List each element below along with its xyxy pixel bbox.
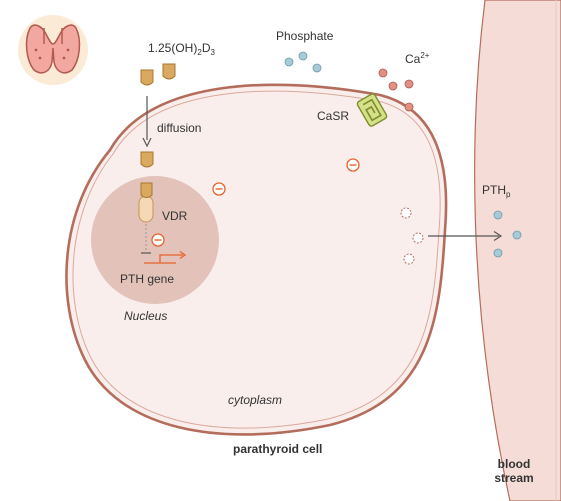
- vdr-receptor: [138, 182, 154, 223]
- diffusion-label: diffusion: [157, 121, 201, 135]
- cell-caption: parathyroid cell: [233, 442, 322, 456]
- blood-vessel: [474, 0, 561, 501]
- phosphate-ion: [298, 51, 308, 61]
- casr-receptor: [356, 93, 388, 127]
- phosphate-ion: [312, 63, 322, 73]
- diffusion-arrow: [142, 96, 152, 148]
- inhibition-minus-icon: [212, 182, 226, 196]
- blood-stream-label-line2: stream: [494, 471, 533, 485]
- pth-particle: [493, 248, 503, 258]
- vdr-label: VDR: [162, 209, 188, 223]
- pth-particle: [512, 230, 522, 240]
- secretion-arrow: [428, 230, 503, 242]
- calcium-ion: [404, 79, 414, 89]
- vitamin-d-molecule: [140, 151, 154, 168]
- casr-label: CaSR: [317, 109, 349, 123]
- cytoplasm-label: cytoplasm: [228, 393, 282, 407]
- secretory-vesicle: [403, 253, 415, 265]
- parathyroid-cell: [65, 83, 448, 436]
- nucleus-label: Nucleus: [124, 309, 167, 323]
- calcium-ion: [404, 102, 414, 112]
- vitamin-d-molecule: [140, 69, 154, 86]
- thyroid-gland-icon: [18, 15, 88, 85]
- pth-gene-promoter-arrow: [144, 250, 187, 264]
- calcium-ion: [388, 81, 398, 91]
- inhibition-minus-icon: [151, 233, 165, 247]
- pthp-label: PTHp: [482, 183, 511, 199]
- secretory-vesicle: [400, 207, 412, 219]
- phosphate-label: Phosphate: [276, 29, 334, 43]
- inhibition-minus-icon: [346, 158, 360, 172]
- secretory-vesicle: [412, 232, 424, 244]
- vitamin-d-molecule: [162, 63, 176, 80]
- phosphate-ion: [284, 57, 294, 67]
- vitamin-d-label: 1.25(OH)2D3: [148, 41, 215, 57]
- calcium-ion: [378, 68, 388, 78]
- calcium-label: Ca2+: [405, 51, 430, 66]
- pth-particle: [493, 210, 503, 220]
- blood-stream-label-line1: blood: [498, 457, 531, 471]
- pth-gene-label: PTH gene: [120, 272, 174, 286]
